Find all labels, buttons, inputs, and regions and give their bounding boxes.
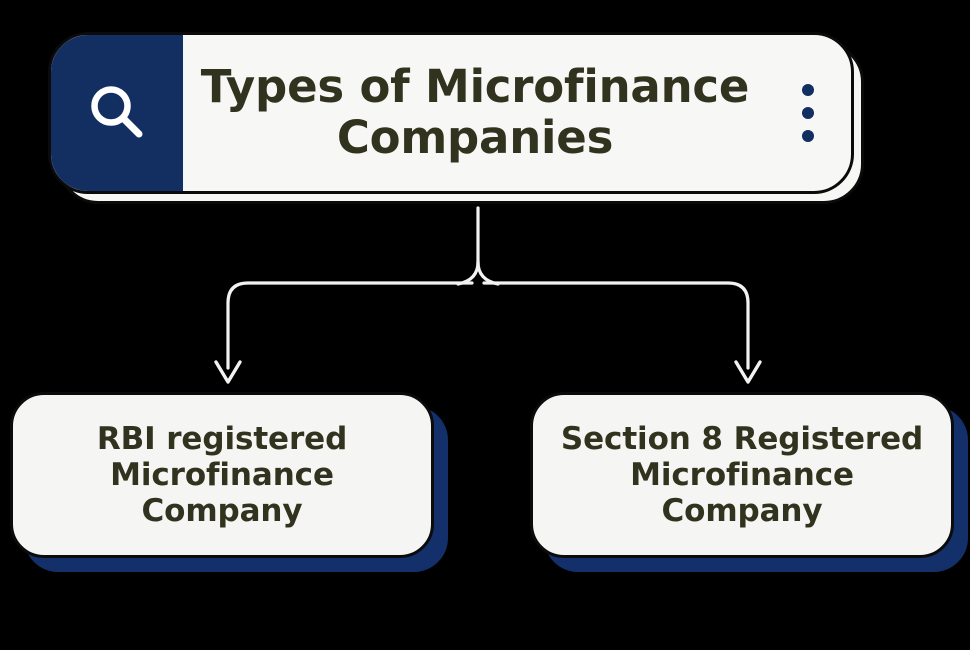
kebab-dot-3 xyxy=(802,130,814,142)
connector-junction-left xyxy=(456,260,480,286)
kebab-menu-icon[interactable] xyxy=(773,35,851,191)
branch-label-right: Section 8 Registered Microfinance Compan… xyxy=(560,420,924,530)
branch-card-left[interactable]: RBI registered Microfinance Company xyxy=(10,392,434,558)
connector-junction-right xyxy=(476,260,500,286)
branch-label-left: RBI registered Microfinance Company xyxy=(96,420,348,530)
search-icon xyxy=(91,86,143,138)
header-card[interactable]: Types of Microfinance Companies xyxy=(48,32,854,194)
arrowhead-left xyxy=(214,360,242,384)
header-title-area: Types of Microfinance Companies xyxy=(183,35,773,191)
kebab-dot-2 xyxy=(802,107,814,119)
arrowhead-right xyxy=(734,360,762,384)
connector-branch-right xyxy=(482,281,750,370)
branch-node-section-8-registered[interactable]: Section 8 Registered Microfinance Compan… xyxy=(530,392,970,574)
connector-branch-left xyxy=(226,281,474,370)
kebab-dot-1 xyxy=(802,84,814,96)
search-icon-badge[interactable] xyxy=(51,35,183,191)
header-node[interactable]: Types of Microfinance Companies xyxy=(48,32,868,208)
branch-node-rbi-registered[interactable]: RBI registered Microfinance Company xyxy=(10,392,450,574)
page-title: Types of Microfinance Companies xyxy=(200,60,750,164)
branch-card-right[interactable]: Section 8 Registered Microfinance Compan… xyxy=(530,392,954,558)
